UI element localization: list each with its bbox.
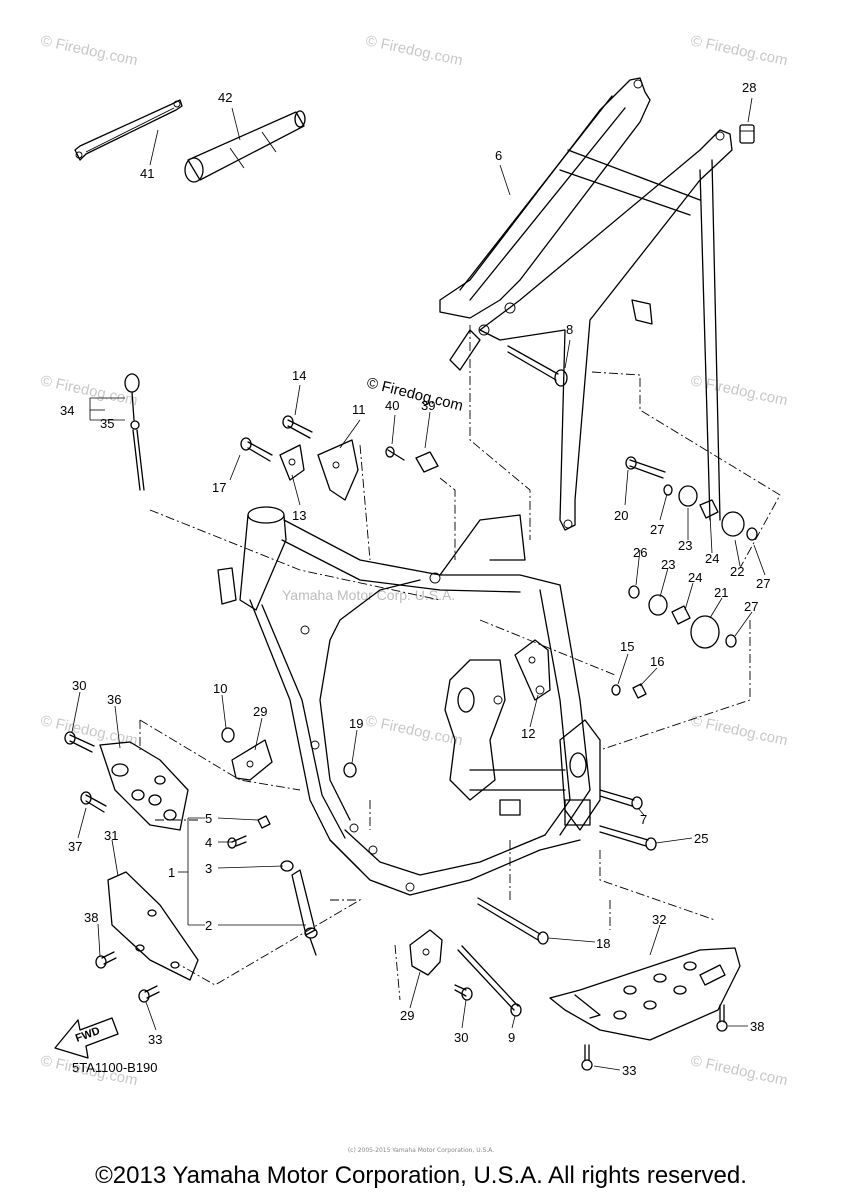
callout-13: 13 xyxy=(292,508,306,523)
callout-37: 37 xyxy=(68,839,82,854)
callout-6: 6 xyxy=(495,148,502,163)
callout-18: 18 xyxy=(596,936,610,951)
part-36-chain-guide xyxy=(99,741,189,831)
part-34-35-dipstick xyxy=(124,373,145,491)
callout-30: 30 xyxy=(454,1030,468,1045)
callout-23: 23 xyxy=(661,557,675,572)
watermark: © Firedog.com xyxy=(689,712,789,749)
callout-3: 3 xyxy=(205,861,212,876)
callout-27: 27 xyxy=(650,522,664,537)
callout-38: 38 xyxy=(84,910,98,925)
callout-9: 9 xyxy=(508,1030,515,1045)
callout-27: 27 xyxy=(756,576,770,591)
part-12-15-16 xyxy=(514,639,647,701)
watermark: © Firedog.com xyxy=(689,32,789,69)
callout-21: 21 xyxy=(714,585,728,600)
callout-12: 12 xyxy=(521,726,535,741)
firedog-label: © Firedog.com xyxy=(365,374,465,414)
callout-39: 39 xyxy=(421,398,435,413)
callout-41: 41 xyxy=(140,166,154,181)
center-watermark: Yamaha Motor Corp. U.S.A. xyxy=(282,587,455,603)
part-42-box-spanner xyxy=(184,110,306,183)
callout-20: 20 xyxy=(614,508,628,523)
callout-14: 14 xyxy=(292,368,306,383)
part-33-38-bolts-left xyxy=(95,951,160,1003)
tiny-copyright: (c) 2005-2015 Yamaha Motor Corporation, … xyxy=(347,1147,495,1154)
callout-24: 24 xyxy=(688,570,702,585)
part-31-guard xyxy=(107,871,199,981)
part-41-wrench xyxy=(74,99,183,161)
callouts: 41 42 28 6 8 14 11 40 39 34 35 17 13 20 … xyxy=(60,80,770,1078)
part-9-29-30-lower xyxy=(409,929,522,1017)
fwd-arrow-icon: FWD xyxy=(54,1017,119,1059)
callout-10: 10 xyxy=(213,681,227,696)
callout-36: 36 xyxy=(107,692,121,707)
callout-17: 17 xyxy=(212,480,226,495)
callout-23: 23 xyxy=(678,538,692,553)
callout-2: 2 xyxy=(205,918,212,933)
callout-40: 40 xyxy=(385,398,399,413)
callout-7: 7 xyxy=(640,812,647,827)
callout-15: 15 xyxy=(620,639,634,654)
main-frame xyxy=(217,506,601,896)
leader-lines xyxy=(71,97,766,1071)
callout-31: 31 xyxy=(104,828,118,843)
part-6-rear-frame xyxy=(439,77,733,531)
callout-25: 25 xyxy=(694,831,708,846)
callout-42: 42 xyxy=(218,90,232,105)
callout-27: 27 xyxy=(744,599,758,614)
watermark: © Firedog.com xyxy=(689,372,789,409)
part-33-38-bolts-right xyxy=(581,1004,728,1071)
watermark: © Firedog.com xyxy=(39,32,139,69)
part-18-bolt xyxy=(477,897,549,945)
callout-33: 33 xyxy=(622,1063,636,1078)
watermark: © Firedog.com xyxy=(39,372,139,409)
engine-mount-bushings xyxy=(625,456,758,649)
diagram-code: 5TA1100-B190 xyxy=(72,1060,158,1075)
callout-8: 8 xyxy=(566,322,573,337)
sensor-assembly-1-5 xyxy=(227,815,318,956)
part-7-25-bolts xyxy=(599,789,657,851)
watermark: © Firedog.com xyxy=(364,32,464,69)
callout-4: 4 xyxy=(205,835,212,850)
callout-26: 26 xyxy=(633,545,647,560)
callout-32: 32 xyxy=(652,912,666,927)
callout-29: 29 xyxy=(400,1008,414,1023)
callout-24: 24 xyxy=(705,551,719,566)
callout-38: 38 xyxy=(750,1019,764,1034)
part-28-cap xyxy=(739,124,755,144)
callout-11: 11 xyxy=(352,402,366,417)
callout-30: 30 xyxy=(72,678,86,693)
engine-mount-brackets-upper xyxy=(240,415,359,501)
part-40-39-bolt-washer xyxy=(385,446,439,473)
callout-22: 22 xyxy=(730,564,744,579)
callout-19: 19 xyxy=(349,716,363,731)
callout-16: 16 xyxy=(650,654,664,669)
callout-5: 5 xyxy=(205,811,212,826)
callout-33: 33 xyxy=(148,1032,162,1047)
copyright-notice: ©2013 Yamaha Motor Corporation, U.S.A. A… xyxy=(95,1162,747,1189)
callout-34: 34 xyxy=(60,403,74,418)
part-30-37-bolts xyxy=(64,731,107,813)
callout-35: 35 xyxy=(100,416,114,431)
part-32-skid-plate xyxy=(549,947,741,1041)
watermark: © Firedog.com xyxy=(689,1052,789,1089)
part-8-bolt xyxy=(507,345,568,387)
callout-28: 28 xyxy=(742,80,756,95)
callout-29: 29 xyxy=(253,704,267,719)
part-10-19-29 xyxy=(221,727,357,781)
callout-1: 1 xyxy=(168,865,175,880)
watermark: © Firedog.com xyxy=(364,712,464,749)
reference-lines xyxy=(139,325,781,1001)
